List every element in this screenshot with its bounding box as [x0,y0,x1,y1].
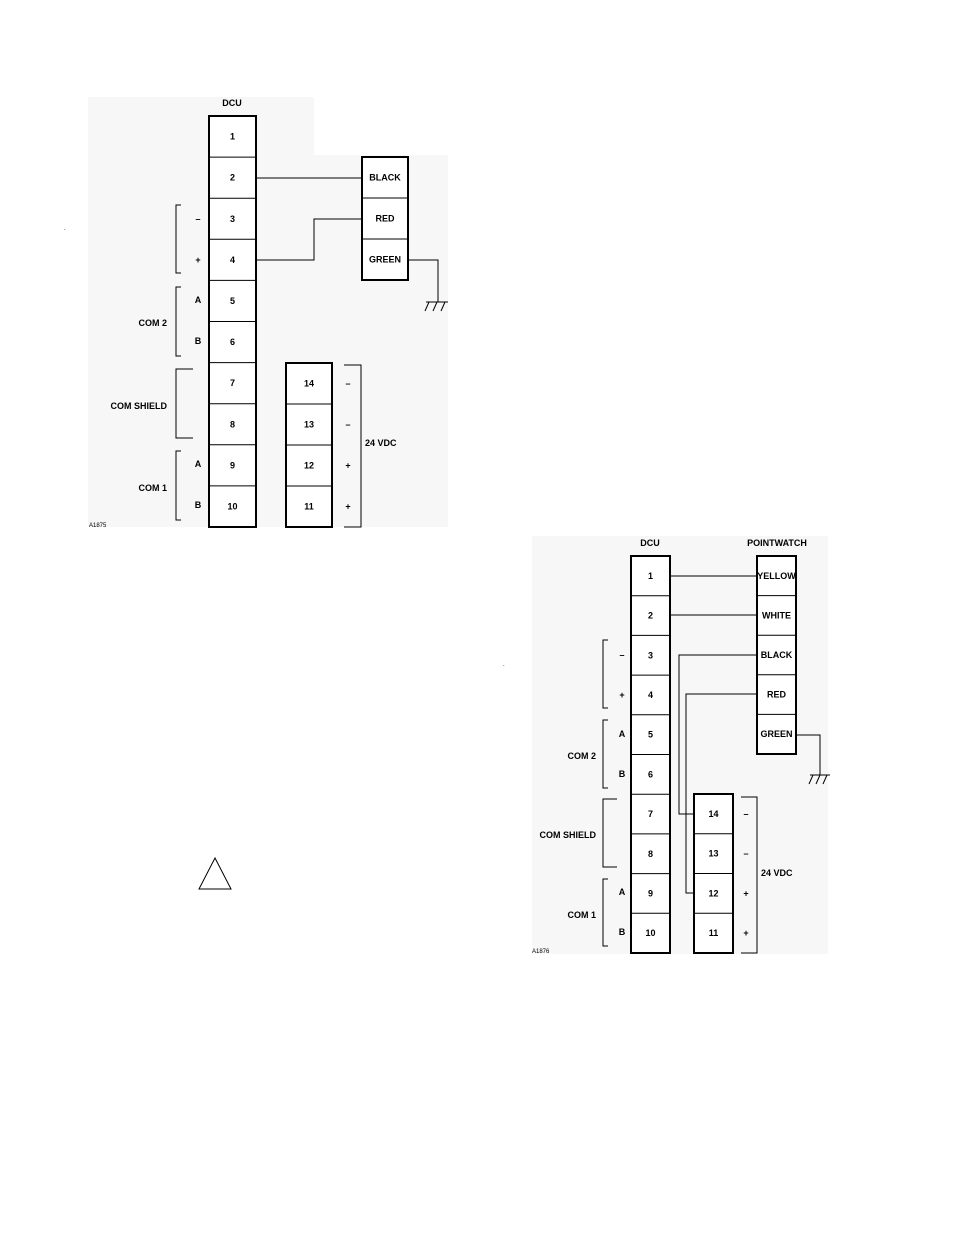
power-terminal-14: 14 [304,379,314,389]
power2-terminal-sign: – [743,849,748,859]
com2-label-2: COM 2 [567,751,596,761]
pointwatch-wire-green: GREEN [760,729,792,739]
dcu2-terminal-3: 3 [648,650,653,660]
dcu2-terminal-5: 5 [648,730,653,740]
plus-sign-2: + [619,690,624,700]
dcu-terminal-7: 7 [230,378,235,388]
pointwatch-wire-white: WHITE [762,610,791,620]
com2-b-label-2: B [619,769,626,779]
dcu2-terminal-1: 1 [648,571,653,581]
power-terminal-sign: – [345,420,350,430]
dcu-terminal-8: 8 [230,419,235,429]
wire-label-block: BLACK RED GREEN [362,157,408,280]
dcu2-terminal-6: 6 [648,769,653,779]
wire-label-red: RED [375,214,395,224]
power-terminal-sign: – [345,379,350,389]
com2-b-label: B [195,336,202,346]
dcu2-terminal-4: 4 [648,690,653,700]
power-24vdc-label: 24 VDC [365,438,397,448]
dcu-terminal-6: 6 [230,337,235,347]
power2-terminal-11: 11 [709,928,719,938]
power-terminal-13: 13 [304,420,314,430]
power2-terminal-sign: + [743,888,748,898]
power-terminal-sign: + [345,502,350,512]
power-24vdc-label-2: 24 VDC [761,868,793,878]
dcu2-terminal-7: 7 [648,809,653,819]
dcu-terminal-10: 10 [227,501,237,511]
plus-sign: + [195,255,200,265]
wire-label-black: BLACK [369,173,401,183]
dcu2-terminal-9: 9 [648,888,653,898]
pointwatch-wire-yellow: YELLOW [757,571,796,581]
com1-label: COM 1 [138,483,167,493]
com-shield-label: COM SHIELD [110,401,167,411]
pointwatch-wire-block: YELLOW WHITE BLACK RED GREEN [757,556,796,754]
dcu2-terminal-8: 8 [648,849,653,859]
power2-terminal-sign: – [743,809,748,819]
dcu-terminal-block: 1 2 3 4 5 6 7 8 9 10 [209,116,256,527]
warning-triangle-icon [199,858,231,889]
dcu-title: DCU [222,98,242,108]
figure-id-2: A1876 [532,949,550,955]
power2-terminal-12: 12 [708,888,718,898]
dot-mark: . [64,226,66,232]
dcu-terminal-4: 4 [230,255,235,265]
power2-terminal-14: 14 [708,809,718,819]
com2-a-label: A [195,295,202,305]
dcu-terminal-3: 3 [230,214,235,224]
dcu-terminal-block-2: 1 2 3 4 5 6 7 8 9 10 [631,556,670,953]
figure-id: A1875 [89,523,107,529]
dcu-terminal-1: 1 [230,132,235,142]
power2-terminal-sign: + [743,928,748,938]
pointwatch-wire-black: BLACK [761,650,793,660]
dcu-terminal-5: 5 [230,296,235,306]
power2-terminal-13: 13 [708,849,718,859]
com2-a-label-2: A [619,729,626,739]
com1-b-label-2: B [619,927,626,937]
pointwatch-title: POINTWATCH [747,538,807,548]
power-terminal-12: 12 [304,461,314,471]
minus-sign: – [195,214,200,224]
power-terminal-sign: + [345,461,350,471]
com1-a-label: A [195,459,202,469]
pointwatch-wire-red: RED [767,690,787,700]
dcu2-terminal-2: 2 [648,611,653,621]
dot-mark-2: . [503,662,505,668]
dcu-terminal-2: 2 [230,173,235,183]
com2-label: COM 2 [138,318,167,328]
com1-a-label-2: A [619,887,626,897]
dcu-terminal-9: 9 [230,460,235,470]
com1-label-2: COM 1 [567,910,596,920]
power-terminal-11: 11 [304,502,314,512]
dcu2-terminal-10: 10 [645,928,655,938]
minus-sign-2: – [619,650,624,660]
dcu-title-2: DCU [640,538,660,548]
com-shield-label-2: COM SHIELD [539,830,596,840]
com1-b-label: B [195,500,202,510]
wire-label-green: GREEN [369,255,401,265]
